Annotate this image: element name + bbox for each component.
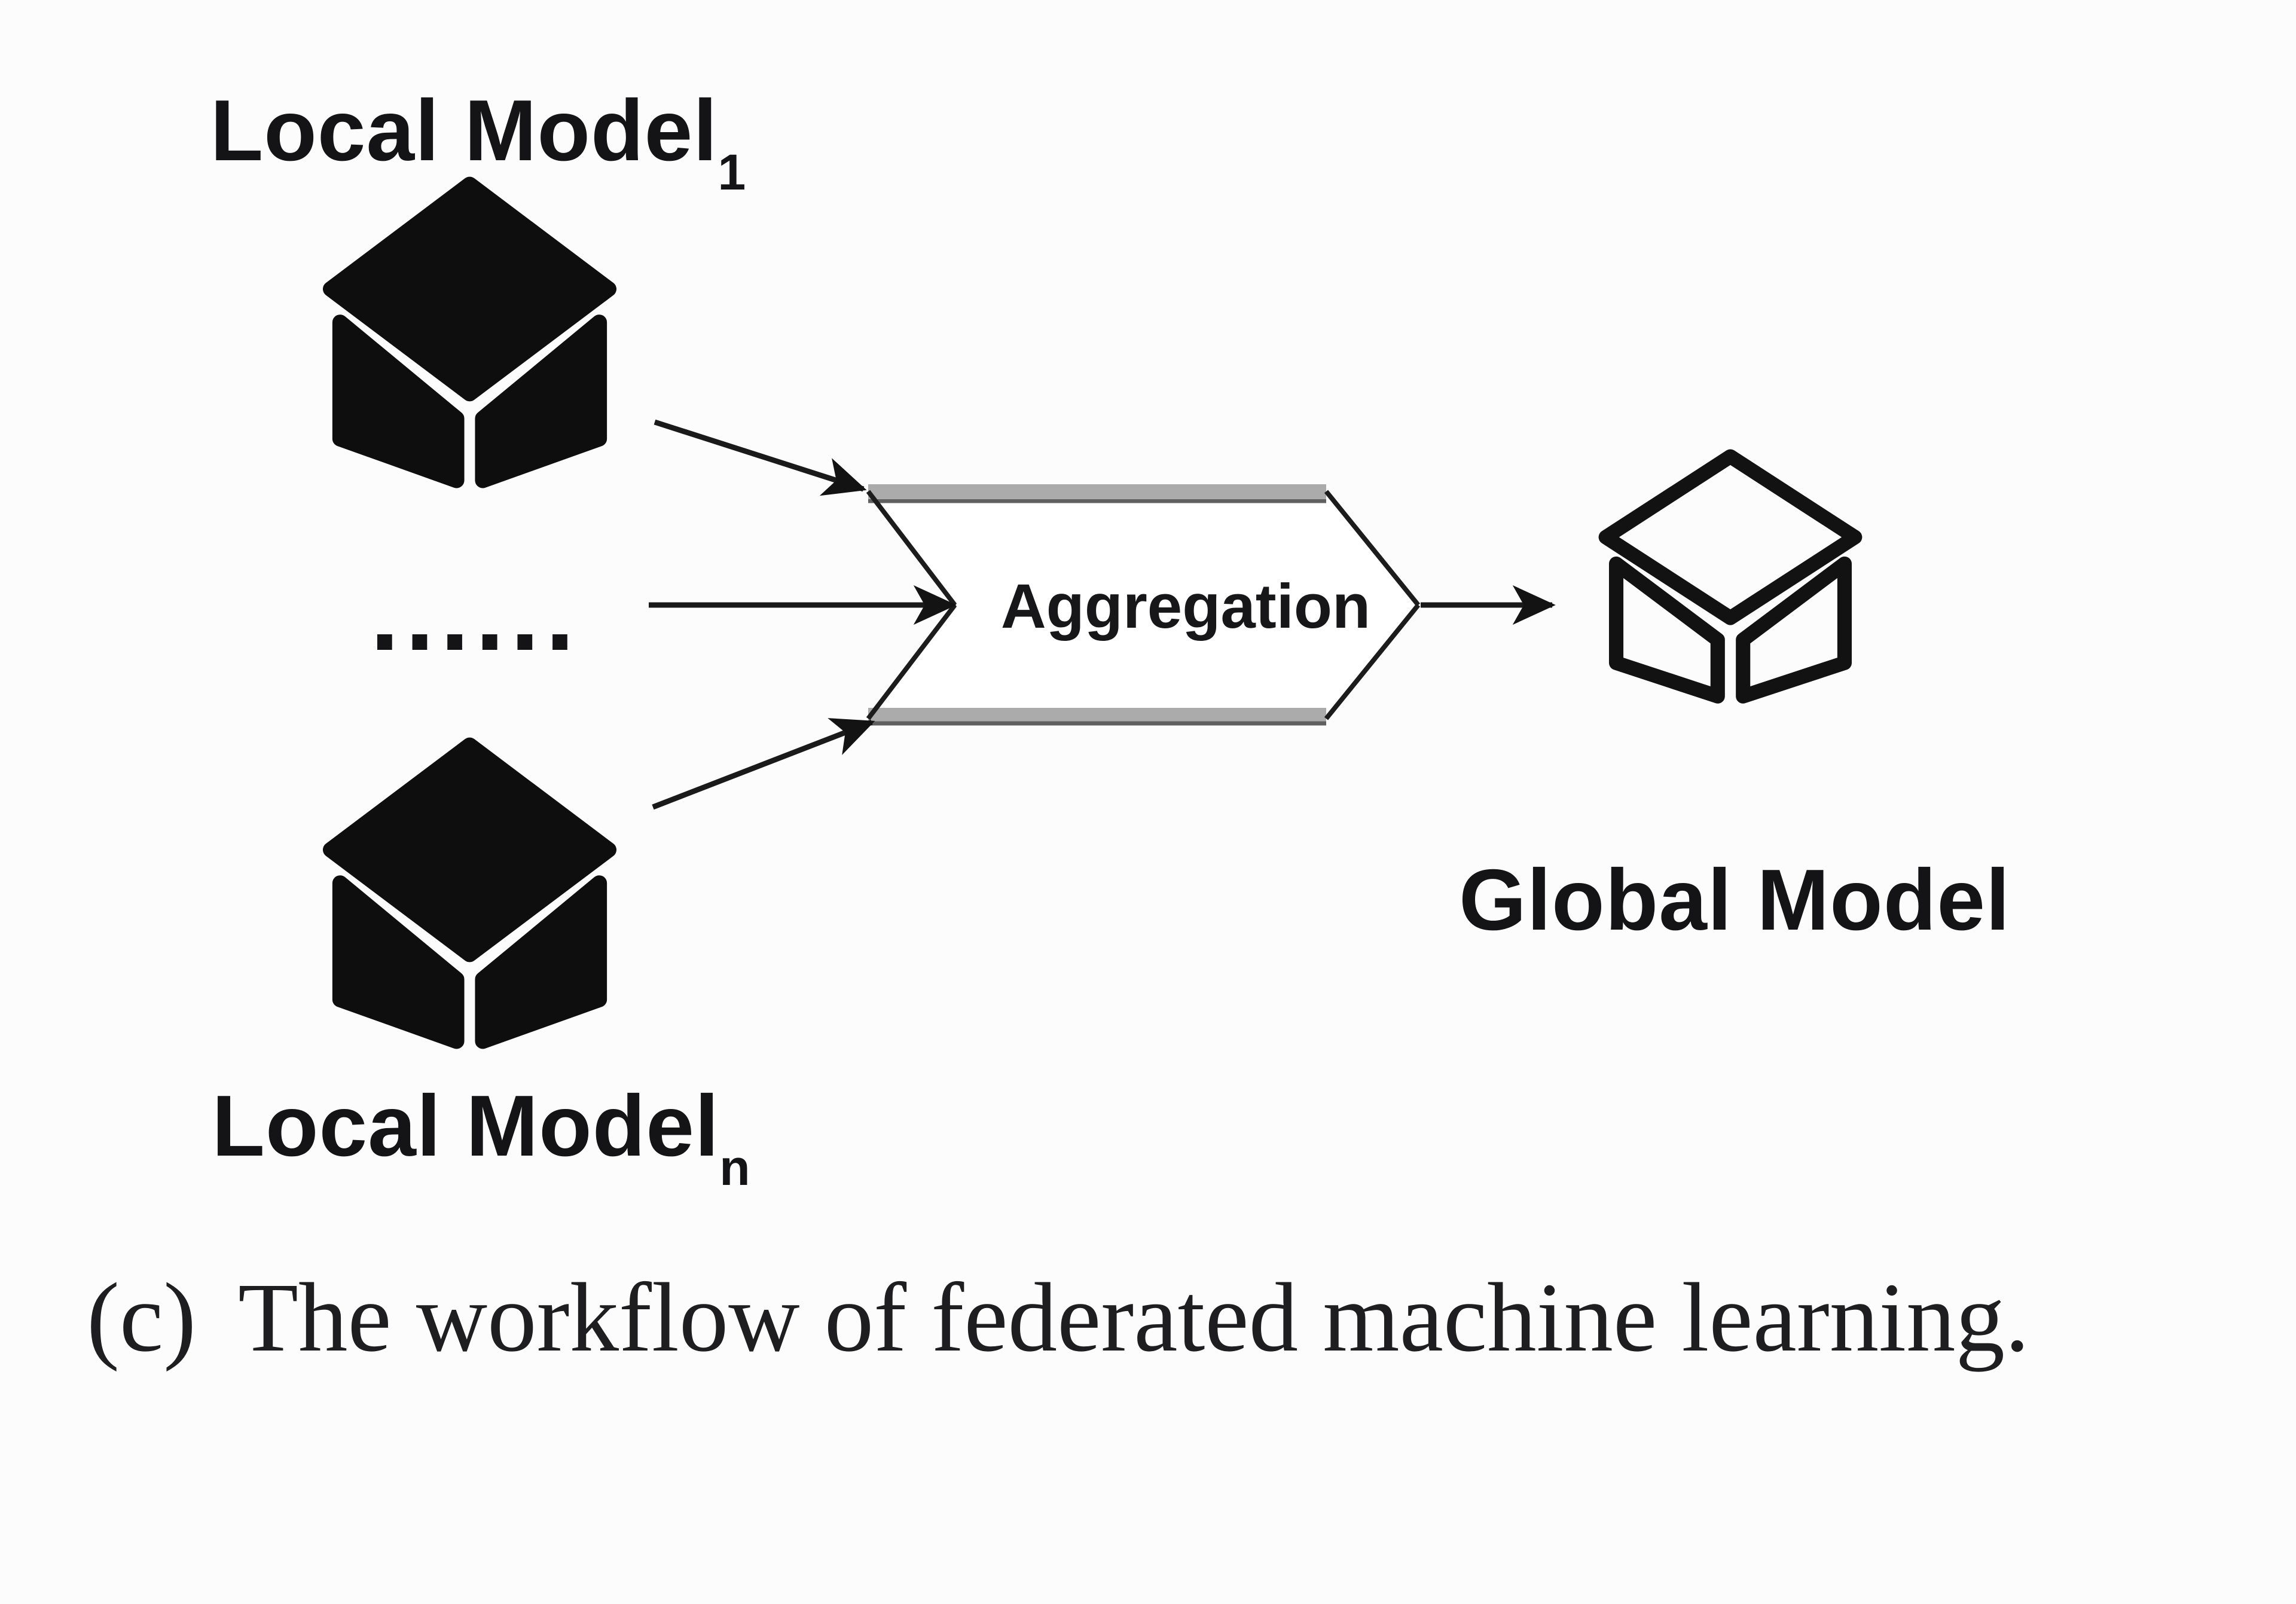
cube-top-face bbox=[1598, 449, 1863, 625]
local-model-1-cube-icon bbox=[322, 176, 617, 488]
global-model-label: Global Model bbox=[1459, 851, 2011, 948]
local-model-n-label-text: Local Model bbox=[212, 1077, 720, 1174]
cube-right-face bbox=[1736, 556, 1852, 704]
local-model-n-subscript: n bbox=[719, 1139, 751, 1196]
arrow-localn-to-aggregation bbox=[652, 718, 875, 810]
ellipsis-dots: ...... bbox=[370, 556, 581, 673]
aggregation-point-lower-edge bbox=[1324, 603, 1421, 720]
local-model-1-label-text: Local Model bbox=[210, 82, 718, 179]
local-model-n-label: Local Modeln bbox=[179, 1076, 783, 1193]
local-model-n-cube-icon bbox=[322, 737, 617, 1049]
figure-caption: (c) The workflow of federated machine lea… bbox=[87, 1258, 2048, 1377]
arrow-local1-to-aggregation bbox=[654, 419, 867, 496]
cube-right-face bbox=[475, 875, 607, 1049]
cube-top-face bbox=[322, 737, 617, 963]
cube-left-face bbox=[332, 875, 465, 1049]
aggregation-label: Aggregation bbox=[1000, 572, 1371, 641]
local-model-1-label: Local Model1 bbox=[179, 81, 777, 197]
local-model-1-subscript: 1 bbox=[718, 143, 747, 200]
caption-index-label: (c) bbox=[87, 1263, 197, 1372]
cube-left-face bbox=[1608, 556, 1725, 704]
cube-left-face bbox=[332, 314, 465, 488]
cube-top-face bbox=[322, 176, 617, 402]
global-model-cube-icon bbox=[1598, 449, 1863, 704]
caption-text: The workflow of federated machine learni… bbox=[238, 1263, 2030, 1372]
aggregation-shape bbox=[868, 491, 1418, 719]
aggregation-point-upper-edge bbox=[1324, 490, 1421, 607]
cube-right-face bbox=[475, 314, 607, 488]
